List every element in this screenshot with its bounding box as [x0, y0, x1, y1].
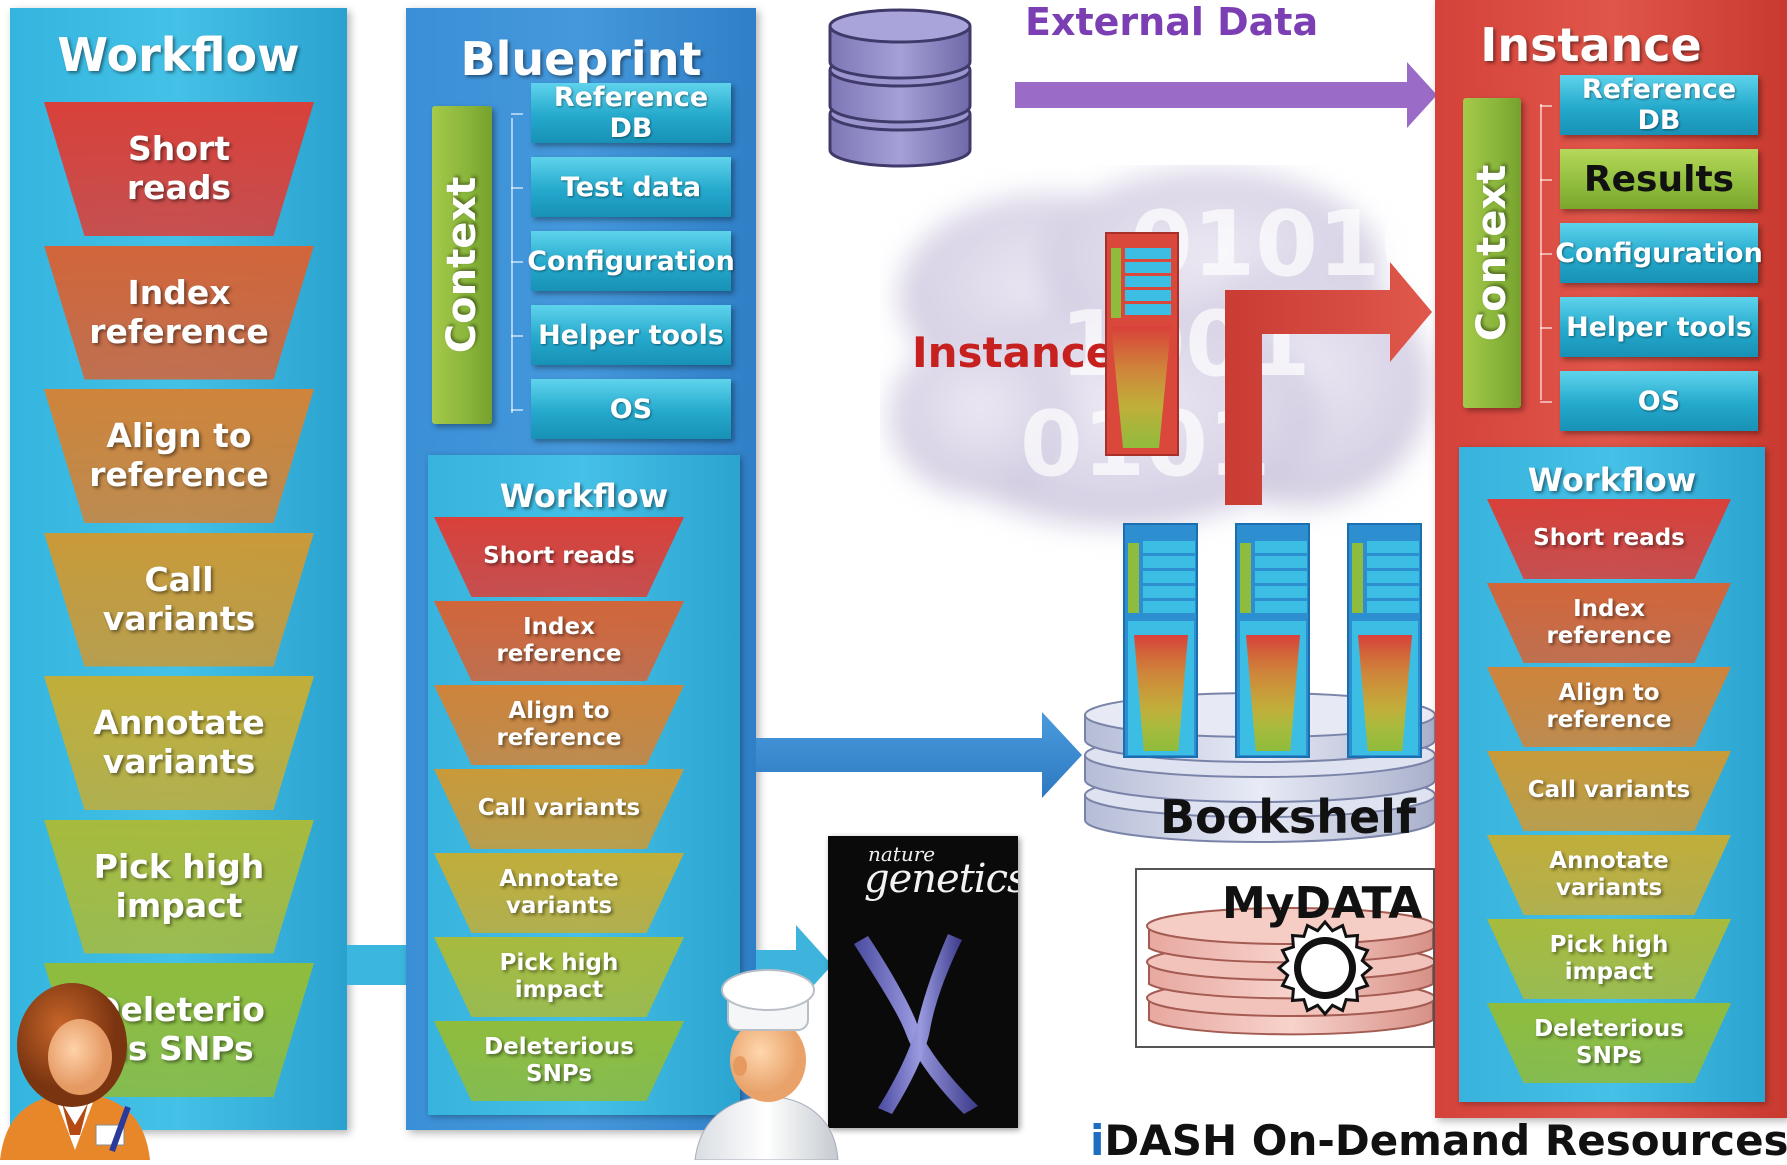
arrow-to-bookshelf: [756, 712, 1082, 798]
journal-cover: nature genetics: [828, 836, 1018, 1128]
cloud-instance-thumbnail: [1105, 232, 1179, 456]
blueprint-workflow-title: Workflow: [499, 477, 669, 515]
instance-workflow-title: Workflow: [1527, 461, 1697, 499]
cloud-instance-label: Instance: [912, 328, 1115, 377]
workflow-stage: Short reads: [44, 102, 314, 236]
blueprint-context-bracket: [511, 118, 513, 413]
mini-context-bar: [1352, 543, 1363, 613]
bookshelf-blueprint-thumbnail: [1235, 523, 1310, 758]
gear-icon: [1276, 919, 1374, 1017]
workflow-stage: Align to reference: [44, 389, 314, 523]
mini-workflow-stages: [1358, 635, 1412, 751]
context-tick: [511, 261, 523, 263]
context-tick: [511, 335, 523, 337]
context-tick: [1540, 105, 1552, 107]
blueprint-workflow-stage: Align to reference: [434, 685, 684, 765]
context-tick: [1540, 327, 1552, 329]
workflow-stage: Index reference: [44, 245, 314, 380]
instance-workflow-stage: Call variants: [1487, 751, 1731, 831]
footer-brand-text: DASH On-Demand Resources: [1104, 1116, 1787, 1165]
blueprint-workflow-stage: Pick high impact: [434, 937, 684, 1017]
mini-workflow-stages: [1134, 635, 1188, 751]
mini-context-items: [1367, 541, 1419, 615]
instance-context-bar: Context: [1463, 98, 1521, 408]
blueprint-workflow-stage: Short reads: [434, 517, 684, 597]
blueprint-context-item: OS: [531, 379, 731, 439]
svg-text:01010: 01010: [1130, 192, 1440, 297]
mini-context-items: [1255, 541, 1307, 615]
instance-context-item: Reference DB: [1560, 74, 1758, 136]
footer-brand: iDASH On-Demand Resources: [1090, 1116, 1787, 1165]
context-tick: [1540, 401, 1552, 403]
blueprint-workflow-stage: Deleterious SNPs: [434, 1021, 684, 1101]
mini-workflow: [1128, 621, 1194, 755]
mini-context-items: [1143, 541, 1195, 615]
mydata-label: MyDATA: [1222, 878, 1423, 929]
instance-results-item: Results: [1560, 149, 1758, 209]
workflow-title: Workflow: [57, 28, 300, 82]
instance-workflow-stage: Short reads: [1487, 499, 1731, 579]
mini-workflow-stages: [1246, 635, 1300, 751]
journal-title: genetics: [864, 856, 1018, 902]
workflow-stage: Pick high impact: [44, 819, 314, 954]
blueprint-workflow-stage: Annotate variants: [434, 853, 684, 933]
instance-context-item: Configuration: [1555, 223, 1763, 283]
instance-workflow-stage: Deleterious SNPs: [1487, 1003, 1731, 1083]
mini-context-bar: [1240, 543, 1251, 613]
context-tick: [511, 187, 523, 189]
instance-workflow-stage: Annotate variants: [1487, 835, 1731, 915]
workflow-stage: Call variants: [44, 532, 314, 667]
blueprint-title: Blueprint: [460, 32, 702, 86]
instance-workflow-stage: Pick high impact: [1487, 919, 1731, 999]
external-data-arrow: [1015, 62, 1437, 128]
workflow-connector: [347, 945, 407, 985]
external-data-label: External Data: [1025, 0, 1319, 44]
arrow-to-instance: [1225, 262, 1432, 505]
chromosome-icon: [854, 934, 978, 1114]
mini-workflow: [1240, 621, 1306, 755]
bookshelf-label: Bookshelf: [1160, 790, 1416, 844]
footer-brand-prefix: i: [1090, 1116, 1105, 1165]
blueprint-context-label: Context: [439, 176, 485, 354]
instance-context-bracket: [1540, 104, 1542, 400]
instance-context-label: Context: [1469, 164, 1515, 342]
bookshelf-blueprint-thumbnail: [1123, 523, 1198, 758]
blueprint-context-item: Helper tools: [531, 305, 731, 365]
blueprint-workflow-stage: Index reference: [434, 601, 684, 681]
scientist-avatar-icon: [0, 983, 150, 1160]
context-tick: [511, 113, 523, 115]
blueprint-workflow-stage: Call variants: [434, 769, 684, 849]
blueprint-context-bar: Context: [432, 106, 492, 424]
chef-avatar-icon: [694, 969, 839, 1160]
instance-context-item: Helper tools: [1560, 297, 1758, 357]
blueprint-context-item: Test data: [531, 157, 731, 217]
mini-workflow: [1352, 621, 1418, 755]
blueprint-context-item: Reference DB: [531, 82, 731, 144]
context-tick: [1540, 253, 1552, 255]
bookshelf-blueprint-thumbnail: [1347, 523, 1422, 758]
workflow-stage: Annotate variants: [44, 676, 314, 810]
journal-masthead: nature: [868, 842, 936, 866]
context-tick: [511, 409, 523, 411]
database-icon: [828, 8, 972, 168]
instance-workflow-stage: Align to reference: [1487, 667, 1731, 747]
instance-title: Instance: [1480, 18, 1702, 72]
mini-context-bar: [1128, 543, 1139, 613]
blueprint-context-item: Configuration: [527, 231, 735, 291]
context-tick: [1540, 179, 1552, 181]
instance-context-item: OS: [1560, 371, 1758, 431]
instance-workflow-stage: Index reference: [1487, 583, 1731, 663]
